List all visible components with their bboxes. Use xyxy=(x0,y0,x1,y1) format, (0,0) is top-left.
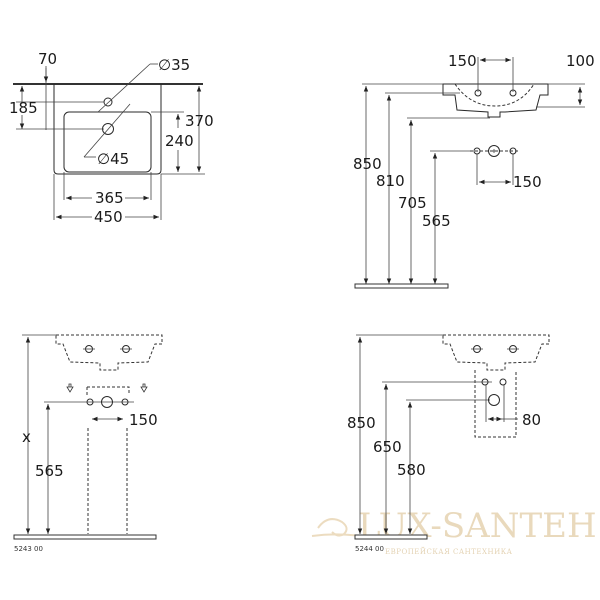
floor-line xyxy=(354,283,449,289)
semipedestal-view: 80 850 650 580 5244 00 xyxy=(347,334,550,553)
dim-240: 240 xyxy=(165,132,194,150)
dim-150: 150 xyxy=(129,411,158,429)
dim-185: 185 xyxy=(9,99,38,117)
side-view: 150 100 150 850 810 705 565 xyxy=(353,52,595,289)
dim-850: 850 xyxy=(347,414,376,432)
dim-70: 70 xyxy=(38,50,57,68)
watermark: LUX-SANTEH ЕВРОПЕЙСКАЯ САНТЕХНИКА xyxy=(311,506,597,556)
leader-35 xyxy=(97,63,151,113)
model-code: 5244 00 xyxy=(355,545,384,553)
dim-370: 370 xyxy=(185,112,214,130)
top-view: ∅35 ∅45 70 185 240 370 365 xyxy=(9,50,214,226)
watermark-brand: LUX-SANTEH xyxy=(358,506,597,546)
dim-850: 850 xyxy=(353,155,382,173)
tap-hole xyxy=(103,97,113,107)
arrow-down-icon xyxy=(140,383,148,393)
dim-450: 450 xyxy=(94,208,123,226)
dim-565: 565 xyxy=(35,462,64,480)
semipedestal-hidden-outline xyxy=(474,370,517,438)
watermark-tagline: ЕВРОПЕЙСКАЯ САНТЕХНИКА xyxy=(385,547,513,556)
dim-650: 650 xyxy=(373,438,402,456)
dim-100: 100 xyxy=(566,52,595,70)
bowl-outline xyxy=(63,111,152,173)
pedestal-hidden-outline xyxy=(86,386,130,534)
dim-705: 705 xyxy=(398,194,427,212)
basin-hidden-outline xyxy=(442,334,550,371)
bowl-hidden-line xyxy=(454,83,535,107)
dim-diameter-35: ∅35 xyxy=(158,56,190,74)
basin-hidden-outline xyxy=(55,334,163,371)
floor-line xyxy=(354,534,428,540)
model-code: 5243 00 xyxy=(14,545,43,553)
dim-150-top: 150 xyxy=(448,52,477,70)
basin-outline xyxy=(53,84,162,175)
floor-line xyxy=(13,534,157,540)
leader-45 xyxy=(83,103,131,158)
dim-365: 365 xyxy=(95,189,124,207)
dim-150-bottom: 150 xyxy=(513,173,542,191)
arrow-down-icon xyxy=(66,383,74,393)
dim-580: 580 xyxy=(397,461,426,479)
pedestal-view: 150 x 565 5243 00 xyxy=(13,334,163,553)
dim-diameter-45: ∅45 xyxy=(97,150,129,168)
dim-565: 565 xyxy=(422,212,451,230)
basin-side-outline xyxy=(442,83,549,118)
dim-80: 80 xyxy=(522,411,541,429)
dim-810: 810 xyxy=(376,172,405,190)
dim-x: x xyxy=(22,428,31,446)
